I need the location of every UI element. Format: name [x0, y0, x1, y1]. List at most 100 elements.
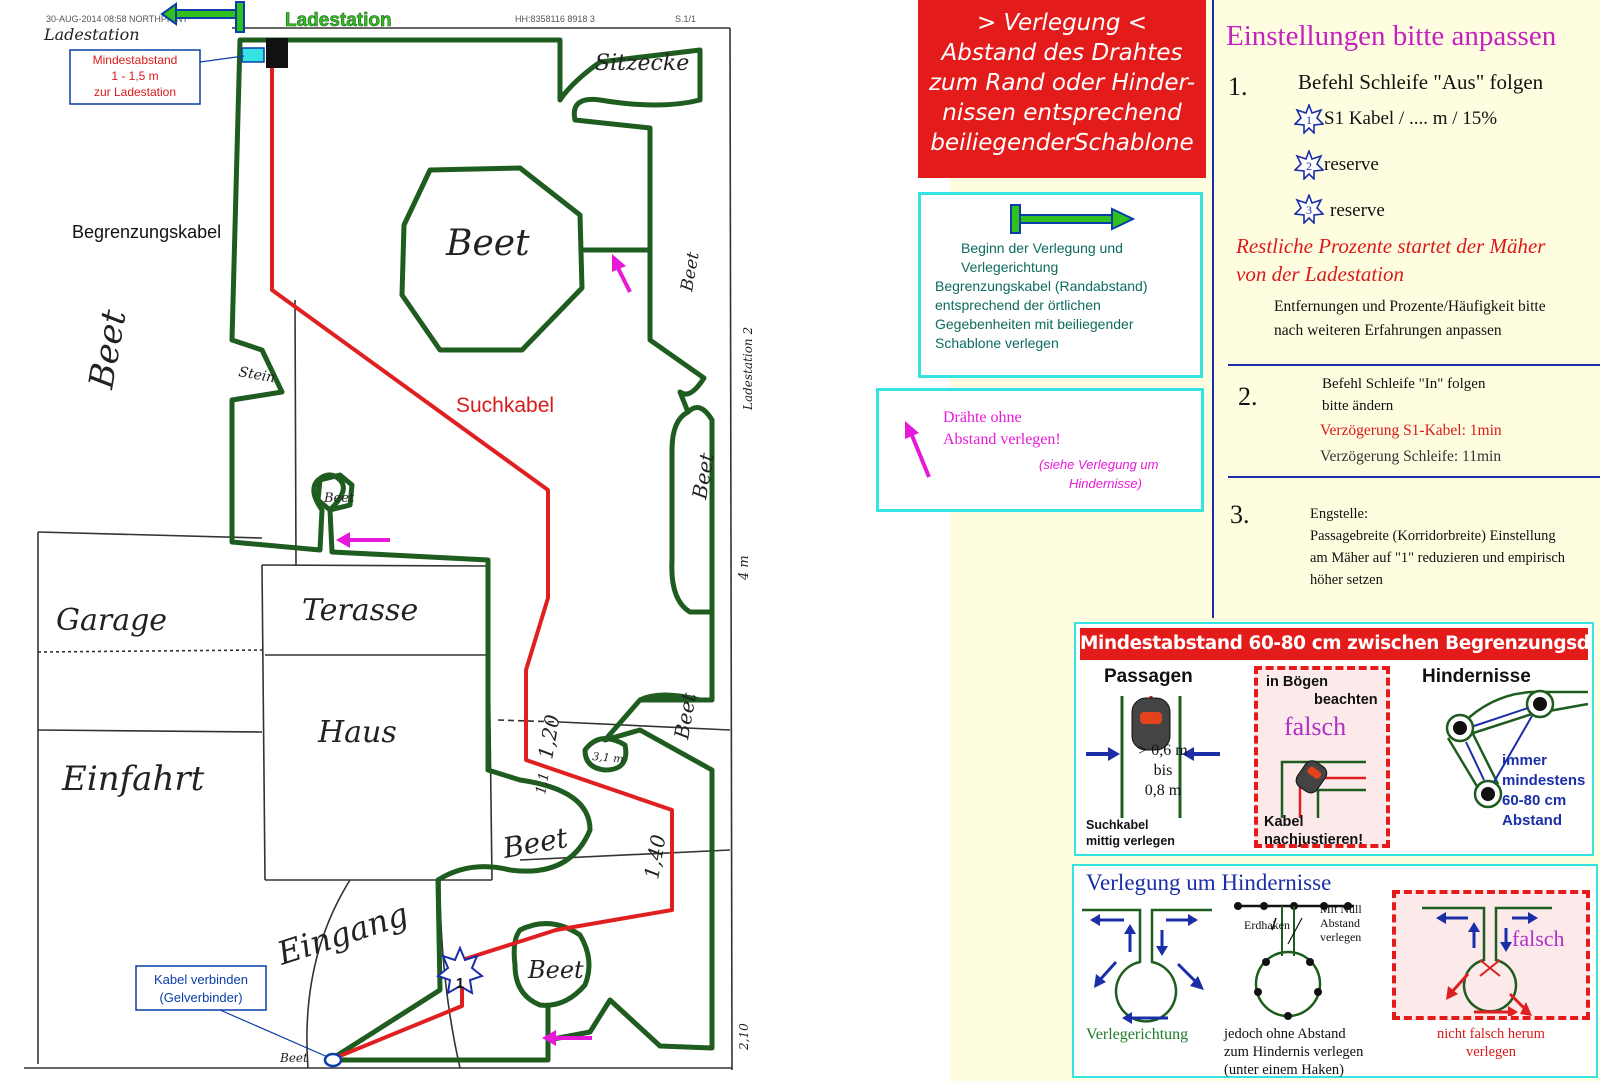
mindestabstand-line-3: zur Ladestation — [94, 85, 176, 99]
legend-line-1: Beginn der Verlegung und — [961, 240, 1123, 256]
jedoch-line-2: zum Hindernis verlegen — [1224, 1044, 1364, 1060]
star-1-settings-icon: 1 — [1294, 104, 1324, 134]
s2-line-4: Verzögerung Schleife: 11min — [1320, 448, 1502, 465]
verlegung-red-box: > Verlegung < Abstand des Drahtes zum Ra… — [918, 0, 1206, 178]
legend-line-3: Begrenzungskabel (Randabstand) — [935, 278, 1148, 294]
header-scribble-right: S.1/1 — [675, 14, 696, 24]
settings-separator-2 — [1228, 476, 1600, 478]
mit-null-line-1: Mit Null — [1320, 902, 1362, 916]
nicht-line-2: verlegen — [1466, 1044, 1516, 1060]
hind-line-3: 60-80 cm — [1502, 792, 1567, 809]
star-number: 3 — [1306, 203, 1312, 217]
jedoch-line-1: jedoch ohne Abstand — [1224, 1026, 1346, 1042]
s1-red-line-2: von der Ladestation — [1236, 262, 1404, 286]
jedoch-line-3: (unter einem Haken) — [1224, 1062, 1344, 1078]
magenta-arrow-icon — [616, 267, 632, 293]
star-number: 1 — [1306, 113, 1312, 127]
legend-line-5: Gegebenheiten mit beiliegender — [935, 316, 1134, 332]
boegen-illustration — [1280, 760, 1366, 818]
verlegerichtung-illustration — [1082, 908, 1212, 1024]
top-left-scribble: Ladestation — [43, 25, 140, 44]
drahte-note-line-1: (siehe Verlegung um — [1039, 457, 1159, 472]
label-sitzecke: Sitzecke — [595, 51, 689, 76]
step-1-head: Befehl Schleife "Aus" folgen — [1298, 70, 1544, 94]
hindernisse-illustration — [1445, 689, 1589, 809]
s2-line-3: Verzögerung S1-Kabel: 1min — [1320, 422, 1502, 439]
legend-line-6: Schablone verlegen — [935, 335, 1059, 351]
star-1-number: 1 — [456, 975, 464, 992]
settings-divider — [1212, 0, 1214, 618]
passagen-dist-3: 0,8 m — [1144, 782, 1182, 799]
label-haus: Haus — [317, 715, 397, 750]
charging-station — [266, 38, 288, 68]
mit-null-line-2: Abstand — [1320, 916, 1360, 930]
passagen-note-2: mittig verlegen — [1086, 834, 1175, 848]
star-number: 2 — [1306, 159, 1312, 173]
boundary-cable — [229, 37, 715, 1063]
header-scribble-left: 30-AUG-2014 08:58 NORTHPRINT — [46, 14, 188, 24]
s3-line-1: Engstelle: — [1310, 506, 1368, 522]
label-terasse: Terasse — [302, 593, 418, 628]
label-einfahrt: Einfahrt — [61, 759, 205, 799]
red-box-line: nissen entsprechend — [942, 100, 1182, 126]
hindernisse-title: Hindernisse — [1422, 666, 1531, 687]
legend-line-4: entsprechend der örtlichen — [935, 297, 1101, 313]
s1-item-3: reserve — [1330, 200, 1385, 221]
s2-line-1: Befehl Schleife "In" folgen — [1322, 376, 1486, 392]
red-box-line: zum Rand oder Hinder- — [928, 70, 1196, 96]
falsch-box: falsch — [1392, 890, 1590, 1020]
step-1-number: 1. — [1228, 72, 1248, 101]
nicht-line-1: nicht falsch herum — [1437, 1026, 1545, 1042]
drahte-line-2: Abstand verlegen! — [943, 431, 1061, 448]
hind-line-1: immer — [1502, 752, 1548, 769]
ladestation-label: Ladestation — [285, 10, 392, 31]
settings-title: Einstellungen bitte anpassen — [1226, 20, 1557, 52]
boegen-falsch: falsch — [1284, 712, 1347, 741]
drahte-box: Drähte ohne Abstand verlegen! (siehe Ver… — [876, 388, 1204, 512]
hindernis-title: Verlegung um Hindernisse — [1086, 870, 1332, 895]
label-ladestation2: Ladestation 2 — [741, 327, 755, 411]
label-garage: Garage — [56, 603, 167, 638]
kabel-verbinden-line-2: (Gelverbinder) — [159, 990, 242, 1005]
s1-note-line-1: Entfernungen und Prozente/Häufigkeit bit… — [1274, 298, 1546, 315]
mit-null-line-3: verlegen — [1320, 930, 1362, 944]
suchkabel-label: Suchkabel — [456, 394, 554, 417]
boegen-line-1: in Bögen — [1266, 674, 1329, 690]
boegen-note-1: Kabel — [1264, 814, 1304, 830]
label-beet-top: Beet — [445, 223, 530, 264]
label-stein: Stein — [237, 364, 276, 386]
mindestabstand-header: Mindestabstand 60-80 cm zwischen Begrenz… — [1080, 628, 1588, 660]
dim-1: 1,1 — [533, 771, 553, 796]
begrenzungskabel-label: Begrenzungskabel — [72, 222, 221, 242]
s1-item-1: S1 Kabel / .... m / 15% — [1324, 108, 1498, 129]
dim-4: 4 m — [737, 555, 752, 581]
hind-line-2: mindestens — [1502, 772, 1586, 789]
star-1-icon: 1 — [435, 945, 485, 995]
mindestabstand-callout: Mindestabstand 1 - 1,5 m zur Ladestation — [69, 49, 245, 105]
passagen-illustration — [1086, 696, 1220, 818]
mindestabstand-panel: Mindestabstand 60-80 cm zwischen Begrenz… — [1074, 622, 1594, 856]
dim-3: 3,1 m — [592, 750, 624, 766]
falsch-label: falsch — [1512, 926, 1565, 951]
falsch-illustration — [1422, 906, 1552, 1016]
erdhaken-label: Erdhaken — [1244, 918, 1290, 932]
mindestabstand-line-1: Mindestabstand — [93, 53, 178, 67]
mindestabstand-line-2: 1 - 1,5 m — [111, 69, 158, 83]
step-3-number: 3. — [1230, 500, 1250, 529]
passagen-note-1: Suchkabel — [1086, 818, 1149, 832]
settings-separator-1 — [1228, 364, 1600, 366]
boegen-box: in Bögen beachten falsch Kabel nachjusti… — [1254, 666, 1390, 848]
boegen-line-2: beachten — [1314, 692, 1378, 708]
label-beet-small: Beet — [323, 491, 355, 506]
start-arrow-legend-icon — [1010, 204, 1136, 234]
legend-line-2: Verlegerichtung — [961, 259, 1059, 275]
s1-red-line-1: Restliche Prozente startet der Mäher — [1236, 234, 1546, 258]
garden-plan: 30-AUG-2014 08:58 NORTHPRINT HH:8358116 … — [24, 1, 755, 1071]
red-box-line: Abstand des Drahtes — [941, 40, 1183, 66]
charging-station-gap-indicator — [241, 47, 265, 63]
s1-item-2: reserve — [1324, 154, 1379, 175]
drahte-note-line-2: Hindernisse) — [1069, 476, 1142, 491]
verlegerichtung-label: Verlegerichtung — [1086, 1026, 1189, 1043]
label-beet-corner: Beet — [279, 1051, 308, 1065]
magenta-arrows — [336, 254, 632, 1046]
